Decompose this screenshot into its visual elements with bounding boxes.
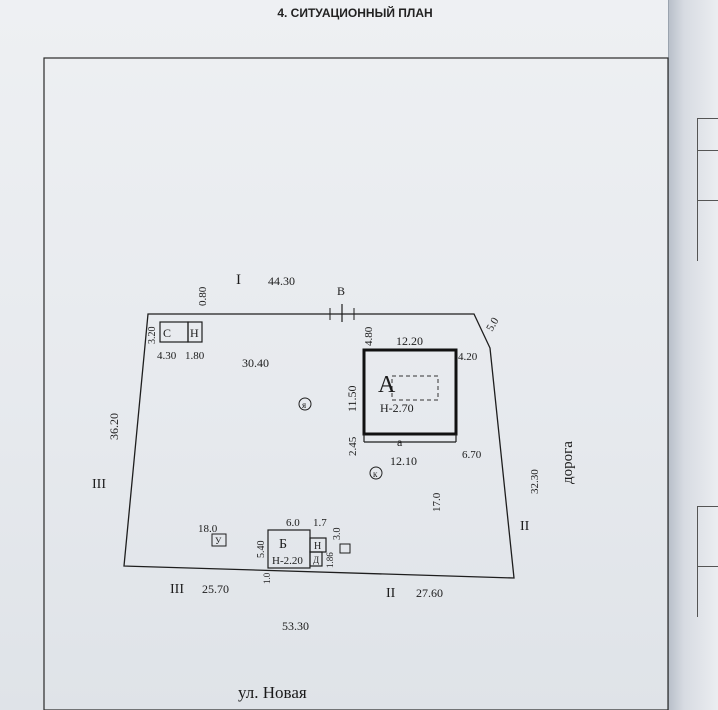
west-roman: III xyxy=(92,477,106,492)
annex-b-d-size: 1.86 xyxy=(325,552,335,568)
tree-marker xyxy=(298,397,312,411)
building-c-width: 4.30 xyxy=(157,350,177,362)
south-left-roman: III xyxy=(170,582,184,597)
building-a-depth: 11.50 xyxy=(345,385,359,412)
building-b-offset: 1.0 xyxy=(262,572,272,584)
top-span: 30.40 xyxy=(242,356,269,370)
page-heading: 4. СИТУАЦИОННЫЙ ПЛАН xyxy=(0,6,718,20)
plot-boundary xyxy=(123,313,515,579)
south-left-length: 25.70 xyxy=(202,582,229,596)
annex-a-offset: 2.45 xyxy=(347,436,359,456)
building-a-letter: А xyxy=(378,372,396,398)
document-sheet xyxy=(0,0,690,710)
northeast-length: 5.0 xyxy=(484,315,502,333)
page-heading-text: 4. СИТУАЦИОННЫЙ ПЛАН xyxy=(277,6,433,20)
building-c-depth: 3.20 xyxy=(147,327,158,345)
annex-a-width: 12.10 xyxy=(390,454,417,468)
well-marker xyxy=(369,466,383,480)
latrine-marker xyxy=(211,533,227,547)
small-structure xyxy=(339,543,351,554)
building-a-offset-right: 4.20 xyxy=(458,351,478,363)
east-roman: II xyxy=(520,519,530,534)
building-b-right-dim: 3.0 xyxy=(332,528,343,541)
building-a-offset-top: 4.80 xyxy=(363,326,375,346)
building-b-letter: Б xyxy=(279,537,287,552)
annex-b-d-letter: Д xyxy=(313,555,319,565)
building-c-annex: Н xyxy=(190,326,199,340)
east-length: 32.30 xyxy=(529,469,541,494)
annex-a-right: 6.70 xyxy=(462,449,482,461)
left-distance: 18.0 xyxy=(198,523,218,535)
latrine-letter: У xyxy=(215,536,222,546)
south-right-length: 27.60 xyxy=(416,586,443,600)
road-label: дорога xyxy=(560,441,576,484)
building-b-annex-width: 1.7 xyxy=(313,517,327,529)
building-a-height: Н-2.70 xyxy=(380,401,414,415)
building-b-depth: 5.40 xyxy=(256,541,267,559)
north-length: 44.30 xyxy=(268,274,295,288)
building-c-letter: С xyxy=(163,326,171,340)
gate-letter: В xyxy=(337,284,345,298)
annex-c-n xyxy=(187,321,203,343)
annex-a-letter: а xyxy=(397,435,403,449)
building-b-width: 6.0 xyxy=(286,517,300,529)
tree-marker-letter: я xyxy=(302,400,306,410)
building-a xyxy=(362,348,458,436)
plan-frame xyxy=(43,57,669,710)
building-a-inner-dashed xyxy=(391,375,439,401)
south-total: 53.30 xyxy=(282,619,309,633)
mid-right-distance: 17.0 xyxy=(431,492,443,512)
well-marker-letter: к xyxy=(373,469,378,479)
north-offset: 0.80 xyxy=(197,286,209,306)
street-label: ул. Новая xyxy=(238,683,307,702)
south-right-roman: II xyxy=(386,586,396,601)
building-b-height: Н-2.20 xyxy=(272,555,303,567)
north-roman: I xyxy=(236,272,241,288)
west-length: 36.20 xyxy=(107,413,121,440)
building-a-width-top: 12.20 xyxy=(396,334,423,348)
annex-b-n-letter: Н xyxy=(314,541,321,552)
next-page-edge xyxy=(668,0,718,710)
annex-b-d xyxy=(309,551,323,567)
building-c-annex-width: 1.80 xyxy=(185,350,205,362)
